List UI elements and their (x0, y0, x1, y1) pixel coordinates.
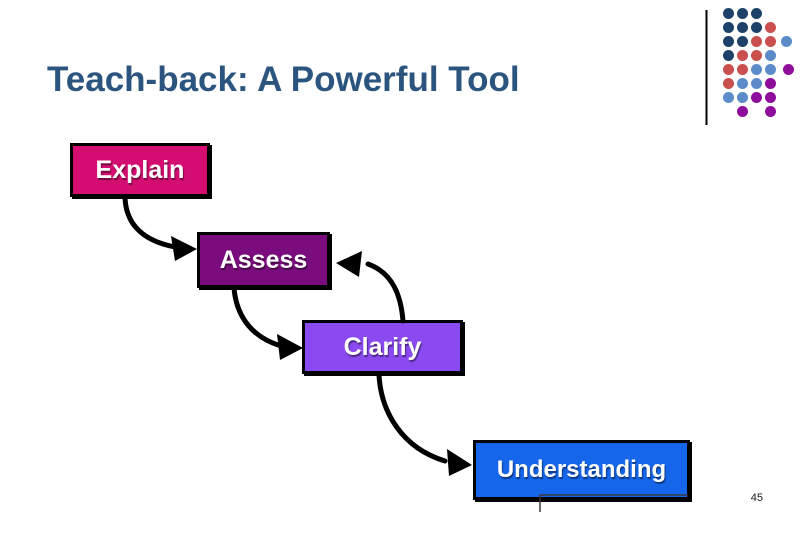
flow-step-explain: Explain (70, 143, 210, 197)
pattern-dot-icon (736, 63, 748, 75)
pattern-dot-icon (722, 77, 734, 89)
pattern-dot-icon (736, 105, 748, 117)
flow-step-assess: Assess (197, 232, 330, 288)
pattern-dot-icon (782, 63, 794, 75)
pattern-dot-icon (764, 63, 776, 75)
pattern-dot-icon (736, 77, 748, 89)
pattern-dot-icon (750, 21, 762, 33)
pattern-dot-icon (722, 63, 734, 75)
page-number: 45 (750, 492, 763, 504)
flow-step-assess-label: Assess (219, 245, 308, 274)
pattern-dot-icon (722, 7, 734, 19)
arrow-clarify-to-assess-icon (336, 251, 406, 324)
flow-step-clarify-label: Clarify (343, 332, 422, 361)
dot-pattern-decoration (0, 0, 810, 140)
pattern-dot-icon (764, 105, 776, 117)
pattern-dot-icon (750, 63, 762, 75)
pattern-dot-icon (736, 35, 748, 47)
pattern-dot-icon (722, 35, 734, 47)
flow-step-understanding: Understanding (473, 440, 690, 500)
arrow-clarify-to-understanding-icon (376, 372, 472, 476)
pattern-dot-icon (722, 21, 734, 33)
flow-step-explain-label: Explain (95, 155, 185, 184)
pattern-dot-icon (764, 77, 776, 89)
pattern-dot-icon (764, 21, 776, 33)
pattern-dot-icon (764, 49, 776, 61)
pattern-dot-icon (780, 35, 792, 47)
pattern-dot-icon (764, 91, 776, 103)
pattern-dot-icon (736, 7, 748, 19)
pattern-dot-icon (750, 49, 762, 61)
pattern-dot-icon (750, 7, 762, 19)
pattern-dot-icon (750, 35, 762, 47)
pattern-dot-icon (736, 91, 748, 103)
pattern-dot-icon (722, 49, 734, 61)
arrow-explain-to-assess-icon (122, 195, 197, 261)
slide-title: Teach-back: A Powerful Tool (47, 60, 520, 99)
flow-step-clarify: Clarify (302, 320, 463, 374)
pattern-dot-icon (736, 49, 748, 61)
pattern-dot-icon (750, 91, 762, 103)
pattern-dot-icon (736, 21, 748, 33)
pattern-dot-icon (764, 35, 776, 47)
pattern-dot-icon (750, 77, 762, 89)
arrow-assess-to-clarify-icon (231, 285, 303, 360)
pattern-dot-icon (722, 91, 734, 103)
flow-step-understanding-label: Understanding (496, 456, 667, 483)
